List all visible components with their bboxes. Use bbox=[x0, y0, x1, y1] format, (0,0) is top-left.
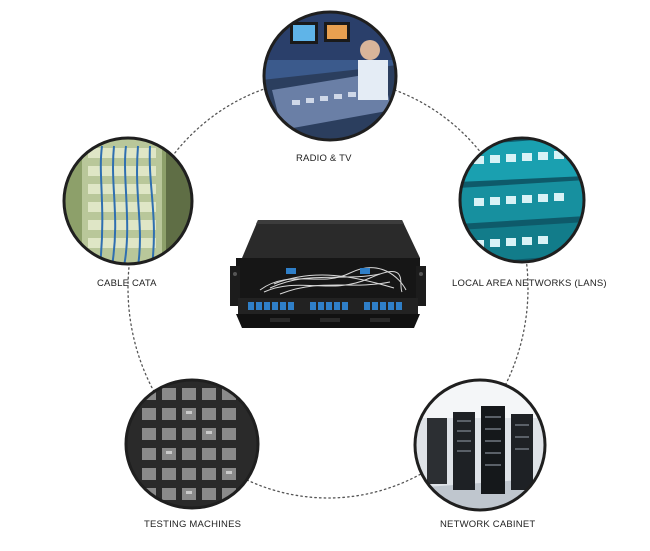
testing-machines-label: TESTING MACHINES bbox=[144, 519, 242, 530]
network-cabinet-image bbox=[413, 378, 547, 512]
fiber-patch-panel-image bbox=[230, 218, 426, 336]
lan-image bbox=[458, 136, 586, 264]
network-cabinet-label: NETWORK CABINET bbox=[440, 519, 536, 530]
lan-label: LOCAL AREA NETWORKS (LANS) bbox=[452, 278, 607, 289]
radio-tv-image bbox=[262, 10, 398, 142]
cable-cata-label: CABLE CATA bbox=[97, 278, 157, 289]
cable-cata-image bbox=[62, 136, 194, 266]
testing-machines-image bbox=[124, 378, 260, 510]
radio-tv-label: RADIO & TV bbox=[296, 153, 352, 164]
